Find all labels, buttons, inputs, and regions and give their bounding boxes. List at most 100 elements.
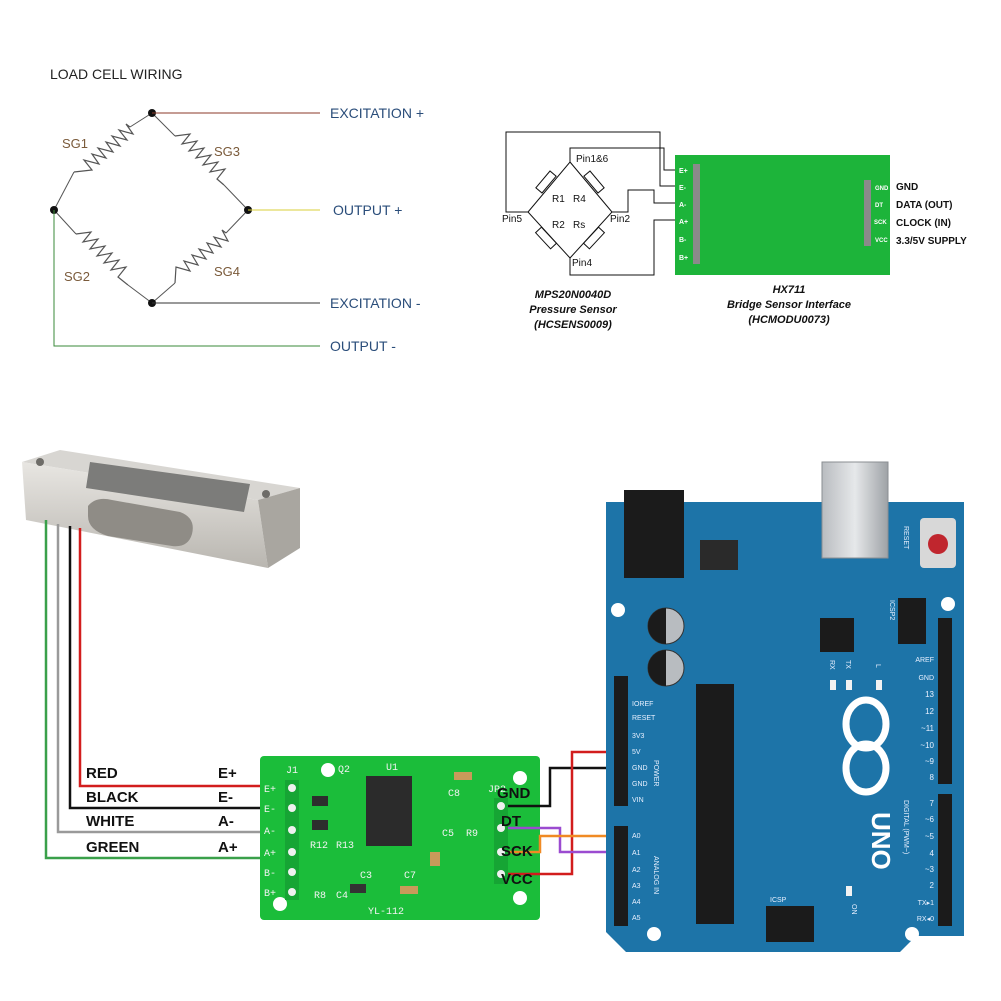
arduino-hole-2 [941,597,955,611]
bridge-edge-sg1 [129,112,153,128]
bridge-diagram: LOAD CELL WIRING SG1 SG3 SG2 SG4 EXCITAT… [50,66,424,354]
pcb-side-b-minus: B- [264,869,276,880]
tx-led [846,680,852,690]
digital-header-label: DIGITAL (PWM~) [902,800,909,854]
load-cell-screw-2 [262,490,270,498]
hx-pin-b-plus: B+ [679,255,688,262]
label-supply: 3.3/5V SUPPLY [896,236,967,247]
pcb-label-c4: C4 [336,891,348,902]
pin-label-a-plus: A+ [218,839,238,856]
wire-label-black: BLACK [86,789,139,806]
hx-pin-sck: SCK [874,220,887,226]
pcb-left-pads [285,780,299,900]
load-cell-end [258,488,300,568]
pcb-side-a-plus: A+ [264,849,276,860]
bridge-edge-sg4 [225,209,249,234]
wire-label-red: RED [86,765,118,782]
pcb-label-r12: R12 [310,841,328,852]
sensor-caption-3: (HCSENS0009) [534,319,612,331]
rpad-1 [497,802,505,810]
power-header-label: POWER [652,760,659,786]
pcb-component-1 [312,796,328,806]
arduino-hole-3 [647,927,661,941]
digital-header-top [938,618,952,784]
wire-green [44,520,262,860]
capacitor-2-mark [648,650,666,686]
wire-a-minus [612,189,676,213]
wire-gnd [508,766,630,808]
hx-pin-gnd: GND [875,186,889,192]
r4-label: R4 [573,194,586,205]
on-label: ON [850,904,857,915]
resistor-r2 [534,226,558,250]
wire-label-green: GREEN [86,839,139,856]
rx-led [830,680,836,690]
pcb-component-2 [312,820,328,830]
load-cell-screw-1 [36,458,44,466]
pcb-label-j1: J1 [286,766,298,777]
dpin-10: ~10 [920,741,934,750]
label-data-out: DATA (OUT) [896,200,952,211]
pcb-component-5 [400,886,418,894]
excitation-minus-label: EXCITATION - [330,295,421,311]
pad-2 [288,804,296,812]
power-pin-ioref: IOREF [632,701,653,708]
wire-a-plus [569,219,676,276]
sensor-caption-1: MPS20N0040D [535,289,611,301]
dpin-gnd: GND [918,675,934,682]
rpad-3 [497,848,505,856]
reset-button[interactable] [928,534,948,554]
power-jack [624,490,684,578]
regulator [700,540,738,570]
pad-6 [288,888,296,896]
sg3-label: SG3 [214,144,240,159]
analog-pin-a5: A5 [632,915,641,922]
hx711-schematic: R1 R4 R2 Rs Pin1&6 Pin5 Pin2 Pin4 E+ E- … [502,131,967,331]
rx-label: RX [828,660,835,670]
hx-pin-e-minus: E- [679,185,687,192]
pin2-label: Pin2 [610,214,630,225]
dpin-7: 7 [930,799,935,808]
rpad-4 [497,870,505,878]
power-pin-3v3: 3V3 [632,733,645,740]
logo-loop-right [842,696,890,752]
hx711-right-header [864,180,871,246]
analog-pin-a2: A2 [632,867,641,874]
pcb-hole-2 [513,771,527,785]
bridge-edge-sg3 [151,112,176,137]
hx711-right-labels: GND DATA (OUT) CLOCK (IN) 3.3/5V SUPPLY [896,182,967,247]
load-cell-wires [44,520,262,860]
pcb-side-e-minus: E- [264,805,276,816]
sg2-resistor [75,231,129,286]
pcb-side-a-minus: A- [264,827,276,838]
pcb-component-4 [454,772,472,780]
wire-dt [508,826,630,854]
analog-pin-a0: A0 [632,833,641,840]
analog-pin-a1: A1 [632,850,641,857]
arduino-hole-4 [905,927,919,941]
capacitor-1-mark [648,608,666,644]
label-clock-in: CLOCK (IN) [896,218,951,229]
sg1-label: SG1 [62,136,88,151]
dpin-8: 8 [930,773,935,782]
load-cell-strip [86,462,250,512]
on-led [846,886,852,896]
resistor-r1 [535,170,557,194]
module-caption-3: (HCMODU0073) [748,314,830,326]
hx-pin-vcc: VCC [875,238,888,244]
pcb-label-q2: Q2 [338,765,350,776]
pcb-label-c8: C8 [448,789,460,800]
digital-pin-labels-bottom: 7 ~6 ~5 4 ~3 2 TX▸1 RX◂0 DIGITAL (PWM~) [902,799,935,923]
hx711-right-pins: GND DT SCK VCC [874,186,889,244]
hx-pin-dt: DT [875,203,883,209]
pin-label-e-plus: E+ [218,765,237,782]
pcb-label-c5: C5 [442,829,454,840]
output-minus-label: OUTPUT - [330,338,396,354]
pin4-label: Pin4 [572,258,592,269]
bridge-edge-sg2 [53,209,77,235]
sensor-caption-2: Pressure Sensor [529,304,617,316]
hx711-board [675,155,890,275]
icsp2-label: ICSP2 [888,600,895,620]
pcb-label-yl112: YL-112 [368,907,404,918]
label-gnd: GND [896,182,918,193]
